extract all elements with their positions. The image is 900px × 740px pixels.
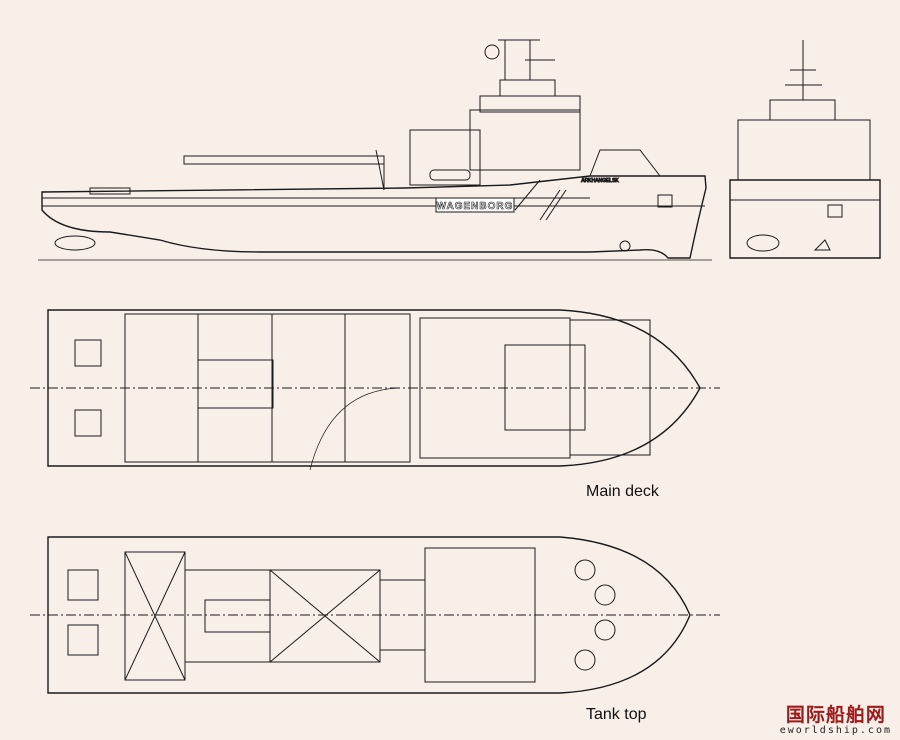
tank-top-plan [30,536,720,694]
tank-top-label: Tank top [586,706,647,723]
side-profile: WAGENBORG ARKHANGELSK [38,39,712,261]
watermark-chinese: 国际船舶网 [785,705,886,726]
hull-name-text: WAGENBORG [437,201,514,212]
end-view [729,40,881,259]
main-deck-plan [30,309,720,471]
main-deck-label: Main deck [586,483,659,500]
watermark-site: eworldship.com [779,725,892,736]
ship-name-text: ARKHANGELSK [581,178,619,184]
watermark-logo: 国际船舶网 eworldship.com [780,700,892,736]
